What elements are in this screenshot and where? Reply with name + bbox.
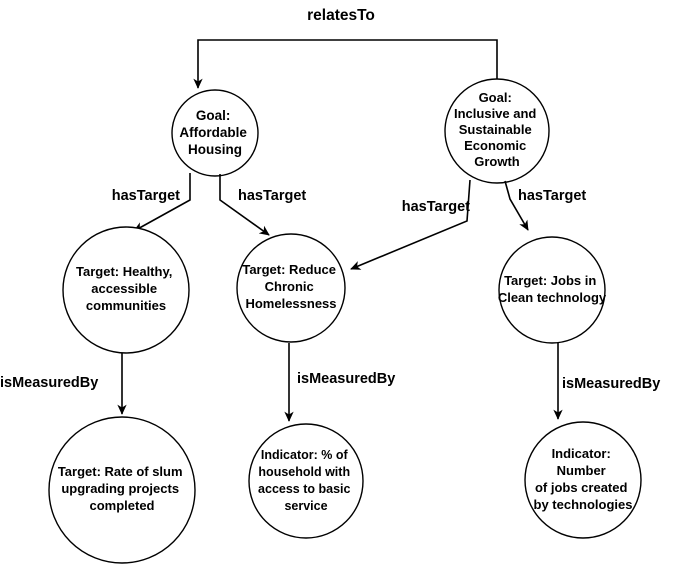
edge-has-target-growth-homelessness [350, 179, 471, 270]
node-goal-affordable-housing[interactable] [171, 89, 259, 177]
edge-label-has-target-1: hasTarget [112, 188, 180, 204]
node-indicator-slum-upgrading-label: Target: Rate of slum upgrading projects … [58, 464, 186, 513]
node-target-reduce-homelessness-label: Target: Reduce Chronic Homelessness [242, 262, 339, 311]
edge-relates-to-connector [193, 39, 498, 89]
edge-label-is-measured-by-2: isMeasuredBy [297, 371, 395, 387]
node-target-healthy-communities-label: Target: Healthy, accessible communities [76, 264, 176, 313]
node-indicator-household-access[interactable] [248, 423, 364, 539]
node-target-reduce-homelessness[interactable] [236, 233, 346, 343]
node-goal-inclusive-growth[interactable] [444, 78, 550, 184]
edge-has-target-growth-cleantech [504, 180, 529, 231]
node-indicator-jobs-created-label: Indicator: Number of jobs created by tec… [534, 446, 633, 512]
node-goal-affordable-housing-label: Goal: Affordable Housing [179, 108, 250, 157]
node-target-healthy-communities[interactable] [62, 226, 190, 354]
edge-label-has-target-3: hasTarget [402, 199, 470, 215]
node-target-clean-technology-label: Target: Jobs in Clean technology [498, 273, 607, 305]
node-indicator-slum-upgrading[interactable] [48, 416, 196, 564]
edge-label-has-target-4: hasTarget [518, 188, 586, 204]
node-indicator-jobs-created[interactable] [524, 421, 642, 539]
edge-label-is-measured-by-3: isMeasuredBy [562, 376, 660, 392]
edge-label-is-measured-by-1: isMeasuredBy [0, 375, 98, 391]
edge-label-relates-to: relatesTo [307, 7, 375, 24]
edge-label-has-target-2: hasTarget [238, 188, 306, 204]
node-target-clean-technology[interactable] [498, 236, 606, 344]
edge-has-target-housing-communities [133, 173, 191, 232]
node-goal-inclusive-growth-label: Goal: Inclusive and Sustainable Economic… [454, 90, 540, 169]
edge-has-target-housing-homelessness [219, 174, 270, 236]
node-indicator-household-access-label: Indicator: % of household with access to… [258, 448, 354, 513]
